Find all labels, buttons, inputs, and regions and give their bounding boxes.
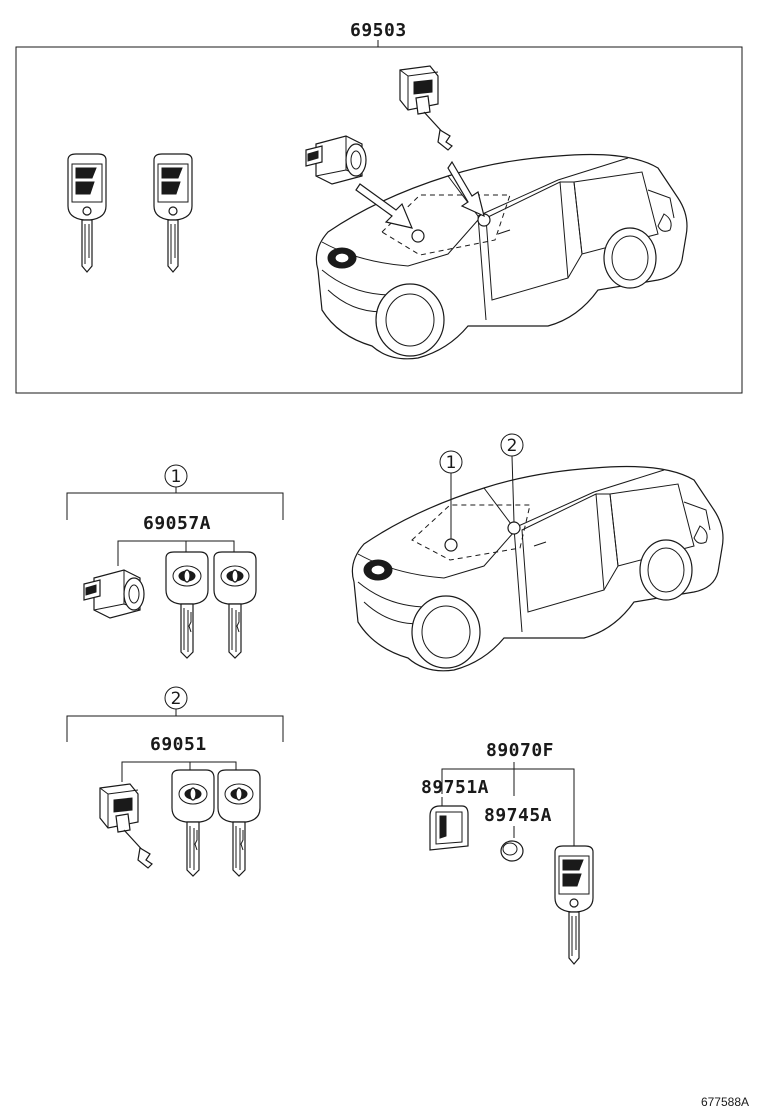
leader-89070F [441, 762, 575, 856]
bracket-1 [66, 492, 284, 520]
middle-car-illustration [351, 455, 724, 672]
transmitter-case [429, 805, 469, 851]
ignition-cylinder-2 [99, 783, 153, 869]
key-2a [171, 769, 215, 877]
car-callout-1-label: 1 [446, 453, 457, 473]
part-number-69051: 69051 [150, 734, 207, 755]
ignition-cylinder-top [399, 65, 453, 151]
arrow-to-ignition [447, 160, 485, 218]
callout-2-label: 2 [171, 689, 182, 709]
car-callout-2-label: 2 [507, 436, 518, 456]
remote-key-2 [153, 153, 193, 273]
door-lock-cylinder-top [305, 135, 367, 185]
arrow-to-door [355, 183, 414, 229]
part-number-89745A: 89745A [484, 805, 552, 826]
door-lock-cylinder-1 [83, 569, 145, 619]
key-1b [213, 551, 257, 659]
top-car-illustration [315, 153, 688, 360]
part-number-89070F: 89070F [486, 740, 554, 761]
key-2b [217, 769, 261, 877]
part-number-69057A: 69057A [143, 513, 211, 534]
remote-key-1 [67, 153, 107, 273]
part-number-69503: 69503 [350, 20, 407, 41]
car-callout-circle-2 [500, 433, 524, 457]
illustration-code: 677588A [701, 1095, 749, 1109]
top-set-frame [15, 46, 743, 394]
key-1a [165, 551, 209, 659]
callout-1-label: 1 [171, 467, 182, 487]
car-callout-circle-1 [439, 450, 463, 474]
bracket-2 [66, 715, 284, 742]
transmitter-remote-key [554, 845, 594, 965]
part-number-89751A: 89751A [421, 777, 489, 798]
coin-battery [500, 840, 524, 862]
